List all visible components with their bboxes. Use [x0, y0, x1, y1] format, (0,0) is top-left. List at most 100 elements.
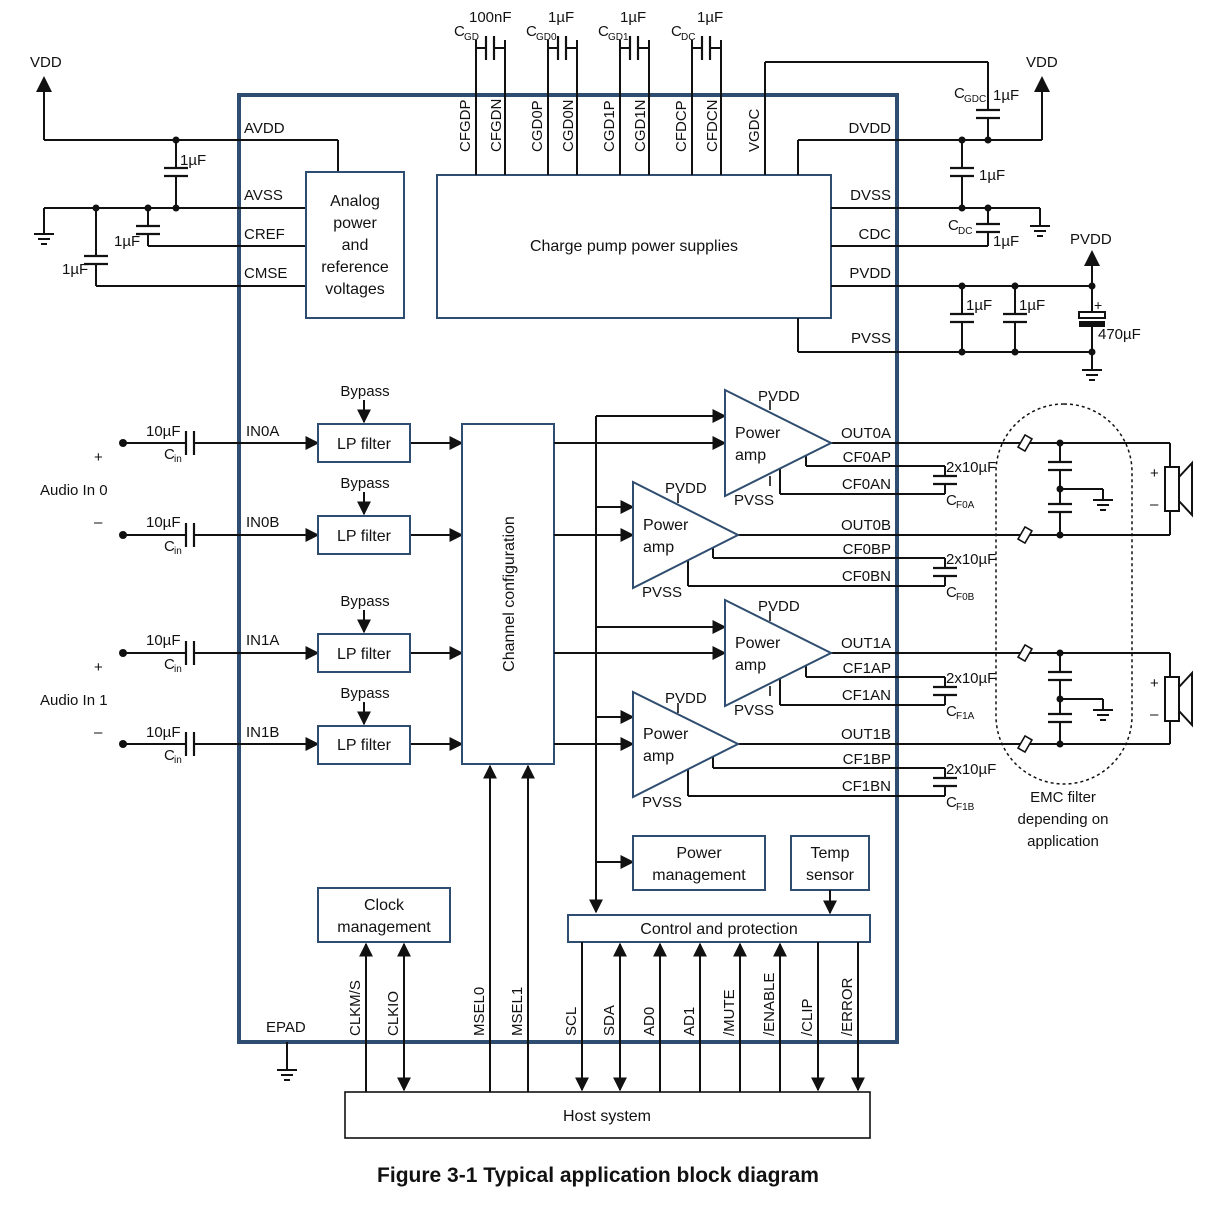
power-amp-0b [632, 480, 741, 590]
right-supply-network [797, 76, 1106, 381]
pin-cf0bp: CF0BP [843, 541, 891, 558]
cin1a-value: 10µF [146, 632, 181, 649]
power-amp-1b [632, 690, 741, 799]
pin-mute: /MUTE [721, 989, 738, 1036]
cf0a-name-c: C [946, 492, 957, 509]
audio1-minus: – [94, 724, 103, 741]
pin-cgd1p: CGD1P [601, 100, 618, 152]
amp1b-line2: amp [643, 748, 674, 765]
cdc-name-sub: DC [958, 226, 972, 237]
host-system-label: Host system [563, 1108, 651, 1125]
vdd-right-label: VDD [1026, 54, 1058, 71]
spk0-plus: + [1150, 465, 1159, 482]
pin-cf0an: CF0AN [842, 476, 891, 493]
cgdc-value: 1µF [993, 87, 1019, 104]
pin-cfdcn: CFDCN [704, 100, 721, 153]
amp1a-pvss: PVSS [734, 702, 774, 719]
chip-outline [237, 93, 899, 1044]
control-protection-block [567, 914, 871, 943]
amp1b-line1: Power [643, 726, 689, 743]
temp-sensor-line2: sensor [806, 867, 855, 884]
pin-epad: EPAD [266, 1019, 306, 1036]
pin-out1a: OUT1A [841, 635, 891, 652]
pin-cf1an: CF1AN [842, 687, 891, 704]
cin1b-name-c: C [164, 747, 175, 764]
pin-error: /ERROR [839, 977, 856, 1036]
cfgd-value: 100nF [469, 9, 512, 26]
cfgd-name-c: C [454, 23, 465, 40]
lp-filter-0b-label: LP filter [337, 528, 392, 545]
pin-ad0: AD0 [641, 1007, 658, 1036]
pin-cdc: CDC [859, 226, 892, 243]
amp0b-line1: Power [643, 517, 689, 534]
pin-msel1: MSEL1 [509, 987, 526, 1036]
amp0a-line1: Power [735, 425, 781, 442]
pin-clkms: CLKM/S [347, 980, 364, 1036]
cf1b-name-sub: F1B [956, 802, 975, 813]
emc-filter-outline [995, 403, 1133, 785]
amp1a-line1: Power [735, 635, 781, 652]
analog-power-line3: and [342, 237, 369, 254]
pin-cfgdn: CFGDN [488, 99, 505, 152]
lp-filter-1a-label: LP filter [337, 646, 392, 663]
analog-power-line5: voltages [325, 281, 385, 298]
power-amp-1a [724, 598, 834, 708]
lp-filter-0b [317, 515, 411, 555]
lp-filter-1b-label: LP filter [337, 737, 392, 754]
cf0a-value: 2x10µF [946, 459, 996, 476]
emc-line2: depending on [1018, 811, 1109, 828]
amp1b-pvdd: PVDD [665, 690, 707, 707]
cf0b-name-c: C [946, 584, 957, 601]
pin-cf0bn: CF0BN [842, 568, 891, 585]
amp0b-pvdd: PVDD [665, 480, 707, 497]
pin-in1b: IN1B [246, 724, 279, 741]
cin0a-name-sub: in [174, 454, 182, 465]
pin-out1b: OUT1B [841, 726, 891, 743]
left-supply-network: VDD 1µF 1µF 1µF [30, 54, 339, 287]
pin-cf1bn: CF1BN [842, 778, 891, 795]
audio0-plus: + [94, 449, 103, 466]
cap-dvdd-value: 1µF [979, 167, 1005, 184]
cap-pvdd2-value: 1µF [1019, 297, 1045, 314]
pin-out0a: OUT0A [841, 425, 891, 442]
amp1b-pvss: PVSS [642, 794, 682, 811]
cgd0-name-sub: GD0 [536, 32, 557, 43]
amp0a-line2: amp [735, 447, 766, 464]
lp-filter-1a [317, 633, 411, 673]
lp-filter-0a-label: LP filter [337, 436, 392, 453]
power-management-line2: management [652, 867, 746, 884]
pin-clkio: CLKIO [385, 991, 402, 1036]
cin0a-name-c: C [164, 446, 175, 463]
cin0b-value: 10µF [146, 514, 181, 531]
pin-cf1ap: CF1AP [843, 660, 891, 677]
emc-filter [995, 403, 1171, 785]
cgd0-value: 1µF [548, 9, 574, 26]
pin-out0b: OUT0B [841, 517, 891, 534]
pvdd-supply-label: PVDD [1070, 231, 1112, 248]
input-section [119, 400, 464, 756]
amp0b-pvss: PVSS [642, 584, 682, 601]
clock-management-line1: Clock [364, 897, 405, 914]
pin-dvdd: DVDD [848, 120, 891, 137]
cap-470-plus: + [1094, 297, 1102, 313]
top-pins [475, 36, 989, 175]
cf0b-value: 2x10µF [946, 551, 996, 568]
cfdc-name-c: C [671, 23, 682, 40]
bypass-1a: Bypass [340, 593, 389, 610]
analog-power-line2: power [333, 215, 377, 232]
cf1a-name-sub: F1A [956, 711, 975, 722]
clock-management-line2: management [337, 919, 431, 936]
cap-pvdd1-value: 1µF [966, 297, 992, 314]
pin-vgdc: VGDC [746, 108, 763, 152]
cgd1-name-sub: GD1 [608, 32, 629, 43]
analog-power-line4: reference [321, 259, 389, 276]
pin-cfgdp: CFGDP [457, 100, 474, 153]
pin-cref: CREF [244, 226, 285, 243]
cgdc-name-c: C [954, 85, 965, 102]
cin1a-name-c: C [164, 656, 175, 673]
pin-cf0ap: CF0AP [843, 449, 891, 466]
pin-cgd0p: CGD0P [529, 100, 546, 152]
temp-sensor-block [790, 835, 870, 891]
pin-scl: SCL [563, 1007, 580, 1036]
pin-msel0: MSEL0 [471, 987, 488, 1036]
